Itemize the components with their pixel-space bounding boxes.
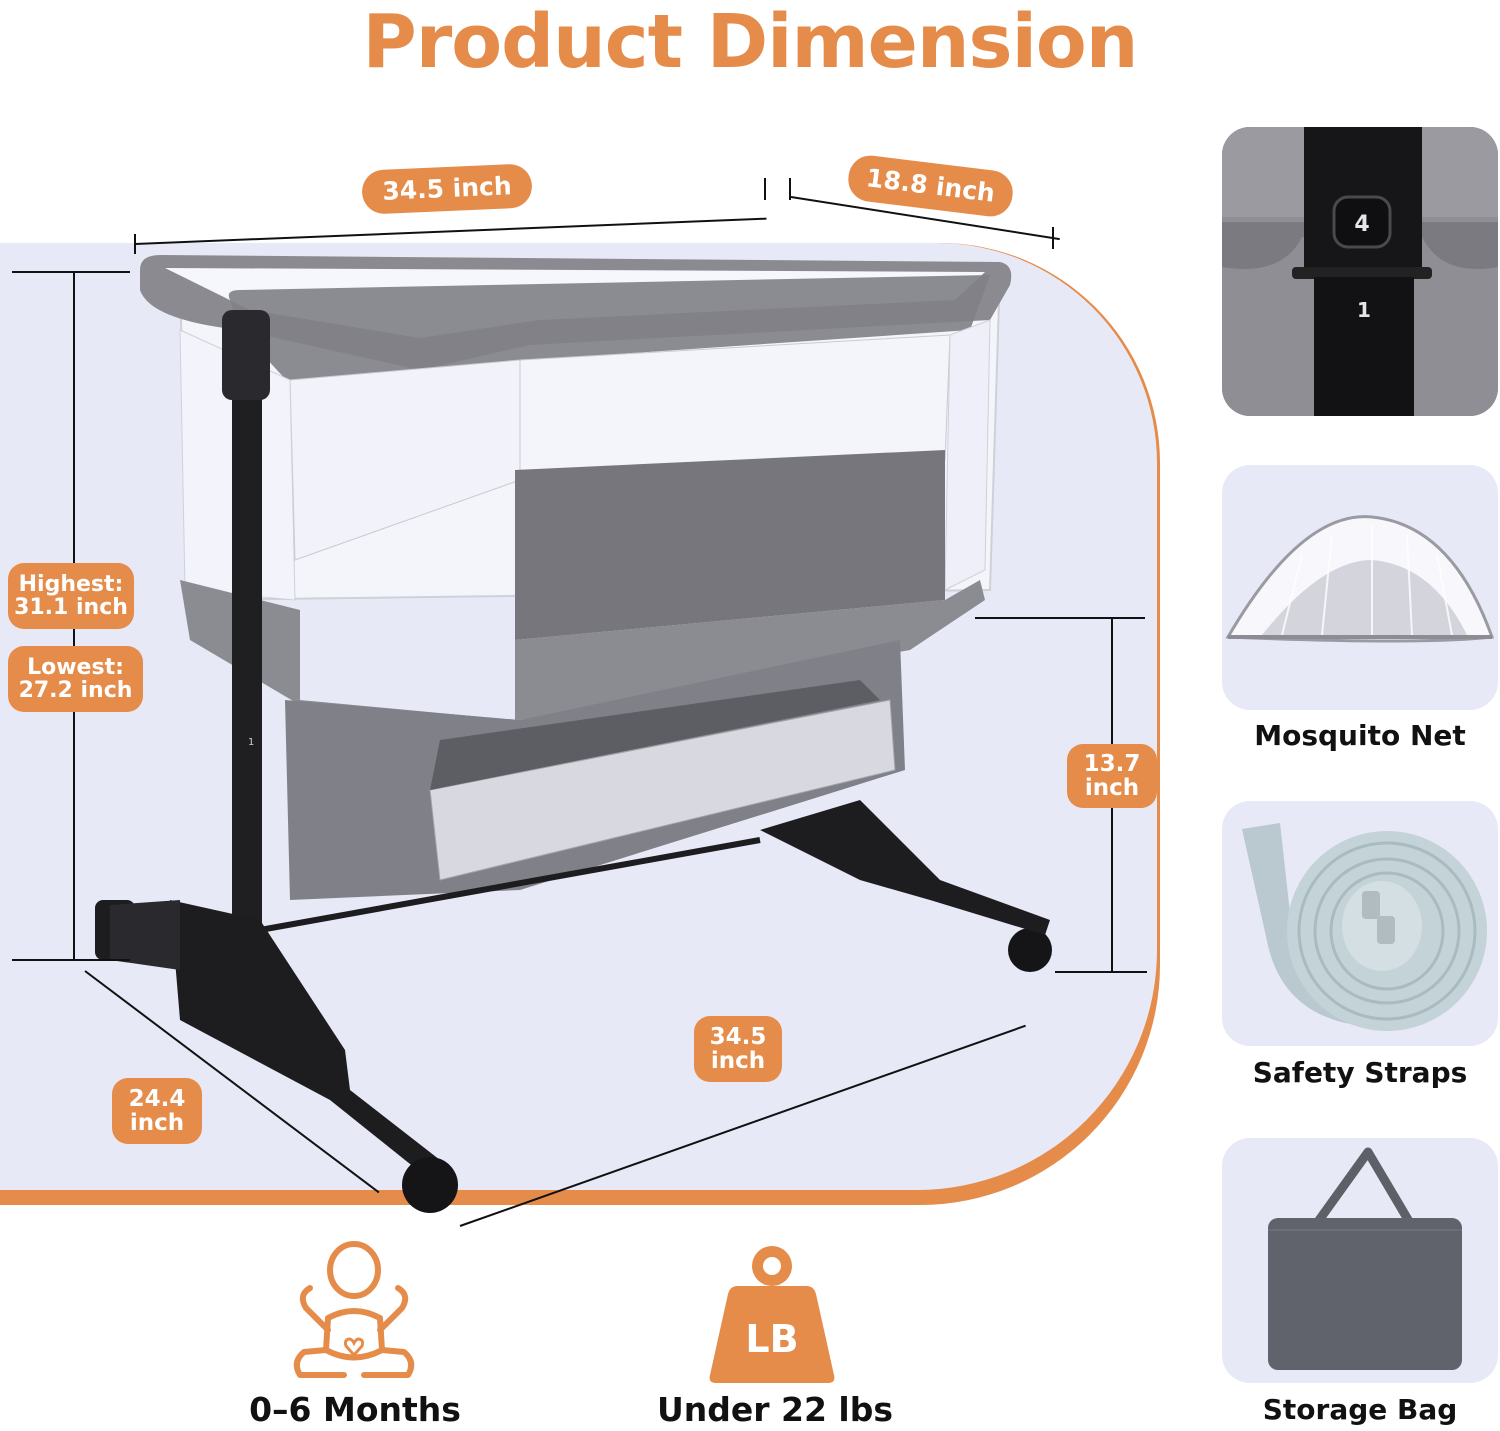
- dim-badge-base-length: 34.5 inch: [694, 1016, 782, 1082]
- dim-unit: inch: [710, 1048, 766, 1074]
- dim-unit: inch: [1084, 775, 1140, 801]
- storage-bag-icon: [1268, 1147, 1462, 1370]
- card-label-mosquito-net: Mosquito Net: [1254, 719, 1466, 752]
- dim-value: 27.2 inch: [18, 678, 133, 703]
- safety-straps-icon: [1242, 823, 1487, 1031]
- weight-lb-icon: LB: [709, 1246, 835, 1383]
- dim-badge-highest: Highest: 31.1 inch: [8, 563, 134, 629]
- dim-badge-top-length: 34.5 inch: [361, 163, 533, 215]
- dim-tick: [134, 234, 136, 254]
- baby-icon: [293, 1241, 415, 1378]
- dim-line-side-height: [1055, 971, 1147, 973]
- feature-label-weight: Under 22 lbs: [656, 1390, 894, 1429]
- weight-icon-text: LB: [745, 1317, 798, 1361]
- dim-unit: inch: [129, 1110, 185, 1136]
- card-label-storage-bag: Storage Bag: [1262, 1393, 1458, 1426]
- dim-line-side-height: [975, 617, 1145, 619]
- card-storage-bag: [1222, 1138, 1498, 1383]
- card-mosquito-net: [1222, 465, 1498, 710]
- dim-value: 31.1 inch: [14, 595, 128, 620]
- feature-label-age: 0–6 Months: [249, 1390, 461, 1429]
- dim-label: Lowest:: [27, 654, 124, 680]
- card-safety-straps: [1222, 801, 1498, 1046]
- dim-tick: [1052, 227, 1054, 249]
- adjuster-level-number: 1: [1357, 298, 1371, 322]
- bassinet-illustration: 1: [95, 255, 1052, 1213]
- svg-text:1: 1: [248, 737, 254, 748]
- dim-badge-lowest: Lowest: 27.2 inch: [8, 646, 143, 712]
- dim-tick: [764, 178, 766, 200]
- dim-line-height: [12, 959, 130, 961]
- page-title: Product Dimension: [362, 0, 1139, 85]
- adjuster-knob-number: 4: [1354, 212, 1369, 237]
- dim-tick: [789, 178, 791, 200]
- dim-value: 13.7: [1083, 750, 1141, 777]
- dim-value: 24.4: [128, 1085, 186, 1112]
- dim-label: Highest:: [18, 571, 124, 597]
- card-label-safety-straps: Safety Straps: [1252, 1056, 1468, 1089]
- dim-value: 18.8 inch: [864, 163, 997, 208]
- mosquito-net-icon: [1225, 515, 1495, 643]
- dim-value: 34.5: [709, 1023, 767, 1050]
- height-adjuster-image: 4 1: [1222, 127, 1498, 416]
- dim-badge-side-height: 13.7 inch: [1067, 744, 1157, 808]
- dim-value: 34.5 inch: [381, 171, 513, 206]
- dim-line-height: [12, 271, 130, 273]
- card-height-adjuster: 4 1: [1222, 127, 1498, 416]
- dim-badge-base-width: 24.4 inch: [112, 1078, 202, 1144]
